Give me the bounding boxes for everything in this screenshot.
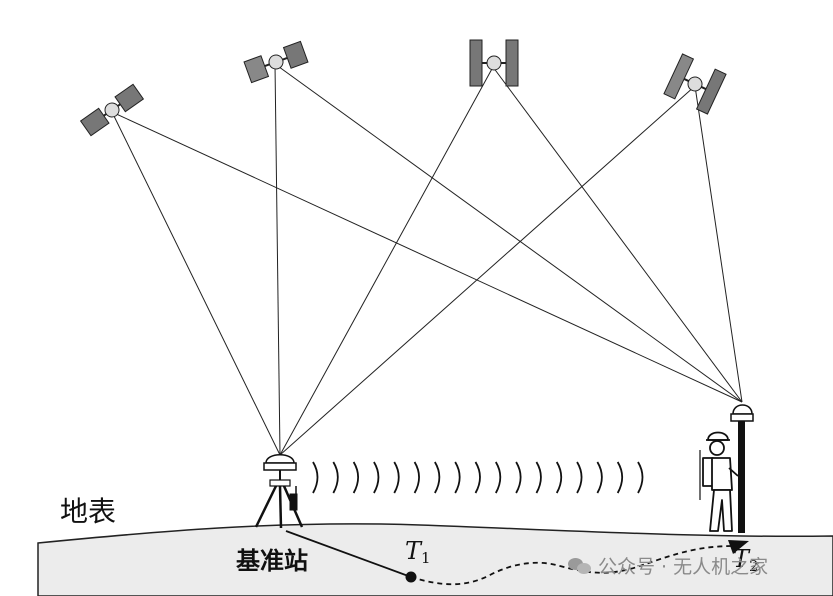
radio-wave-arc <box>373 461 380 494</box>
survey-path-dashed <box>410 545 736 586</box>
ground-label: 地表 <box>60 495 117 528</box>
signal-line-sat3-rover <box>492 66 743 403</box>
watermark-text: 公众号 · 无人机之家 <box>598 556 769 578</box>
signal-line-sat1-base <box>111 111 281 456</box>
signal-line-sat2-rover <box>274 63 743 403</box>
point-t2-subscript: 2 <box>749 557 759 575</box>
radio-wave-arc <box>434 461 441 494</box>
signal-line-sat2-base <box>274 63 281 456</box>
watermark: 公众号 · 无人机之家 <box>568 552 768 579</box>
radio-wave-arc <box>596 461 603 494</box>
rover-pole-icon <box>730 404 754 533</box>
satellite-icon <box>243 40 309 84</box>
ground-surface <box>37 523 833 596</box>
radio-wave-arc <box>332 461 339 494</box>
arrow-head-icon <box>728 540 749 554</box>
satellite-icon <box>79 83 145 137</box>
point-t1-subscript: 1 <box>421 549 431 567</box>
radio-wave-arc <box>352 461 360 494</box>
radio-wave-arc <box>393 461 400 494</box>
point-t1-letter: T <box>405 537 422 565</box>
radio-wave-arc <box>576 461 583 494</box>
wechat-icon <box>568 556 592 576</box>
radio-wave-arc <box>616 461 624 494</box>
radio-wave-arc <box>637 461 644 494</box>
satellite-icon <box>469 39 519 87</box>
point-t2-letter: T <box>733 545 750 573</box>
satellite-icon <box>663 53 727 115</box>
radio-wave-arc <box>474 461 481 494</box>
surveyor-icon <box>699 431 739 532</box>
radio-wave-arc <box>555 461 563 494</box>
base-station-label: 基准站 <box>236 547 308 575</box>
radio-wave-arc <box>312 461 319 494</box>
signal-line-sat4-base <box>279 85 696 456</box>
signal-line-sat1-rover <box>111 111 743 403</box>
radio-waves <box>312 461 644 494</box>
point-t2-label: T2 <box>733 545 759 575</box>
signal-line-sat3-base <box>279 66 494 456</box>
radio-wave-arc <box>515 461 522 494</box>
radio-wave-arc <box>495 461 502 494</box>
survey-path-solid <box>285 530 412 578</box>
radio-wave-arc <box>535 461 542 494</box>
signal-lines <box>111 63 743 456</box>
signal-line-sat4-rover <box>694 85 743 403</box>
point-t1-label: T1 <box>405 537 431 567</box>
base-station-icon <box>254 454 304 529</box>
radio-wave-arc <box>413 461 420 494</box>
radio-wave-arc <box>454 461 461 494</box>
